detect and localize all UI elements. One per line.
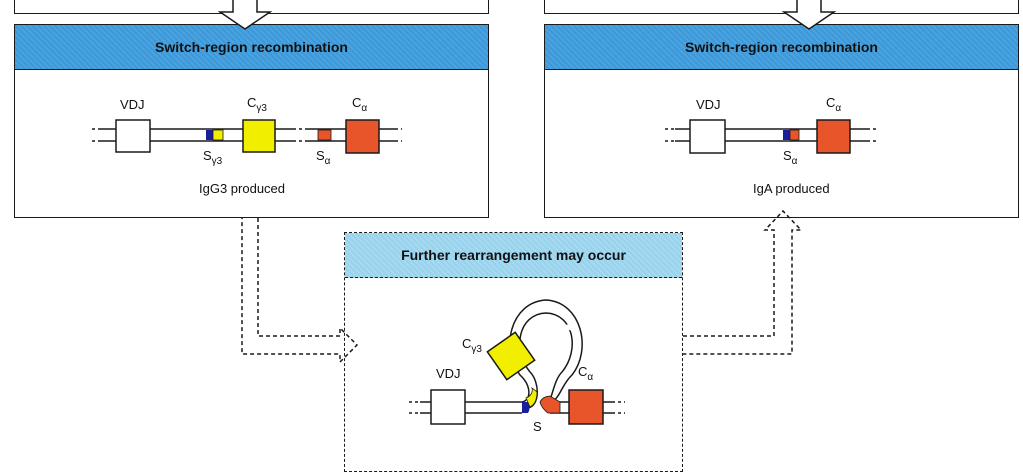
left-switch-panel: Switch-region recombination [14,24,489,218]
right-s-blue [783,130,790,140]
switch-loop [509,299,583,409]
bottom-s-yellow [525,386,538,408]
right-vdj-box [689,119,726,154]
left-vdj-box [115,119,151,153]
left-result-label: IgG3 produced [199,181,286,196]
bottom-s-blue [522,402,530,413]
left-down-arrow-icon [217,0,273,30]
further-rearrangement-panel: Further rearrangement may occur [344,232,683,472]
left-c-gamma3-box [242,119,276,153]
left-s-alpha-segment [317,129,332,141]
right-switch-panel: Switch-region recombination [544,24,1019,218]
left-c-alpha-box [345,119,380,154]
left-s-gamma3-label: Sγ3 [203,148,223,167]
bottom-vdj-label: VDJ [436,366,461,381]
diagram-graphics [92,0,879,425]
left-panel-title: Switch-region recombination [15,25,488,70]
bottom-panel-title: Further rearrangement may occur [345,233,682,278]
bottom-s-label: S [533,419,542,434]
right-result-label: IgA produced [753,181,830,196]
bottom-c-gamma3-box [486,331,536,381]
right-s-alpha-label: Sα [783,148,798,167]
left-s-gamma3-yellow [212,129,224,141]
bottom-c-alpha-label: Cα [578,364,594,383]
left-s-alpha-label: Sα [316,148,331,167]
right-c-alpha-label: Cα [826,95,842,114]
bottom-s-red [539,395,561,414]
right-vdj-label: VDJ [696,97,721,112]
left-vdj-label: VDJ [120,97,145,112]
bottom-vdj-box [430,389,466,425]
loop-gap-mark [565,324,575,332]
right-down-arrow-icon [781,0,837,30]
bottom-c-alpha-box [568,389,604,425]
bottom-c-gamma3-label: Cγ3 [462,336,482,355]
bottom-to-right-arrow-icon [683,209,803,355]
right-panel-title: Switch-region recombination [545,25,1018,70]
left-s-gamma3-blue [206,130,213,140]
left-c-alpha-label: Cα [352,95,368,114]
right-c-alpha-box [816,119,851,154]
upper-right-panel-remnant [544,0,1019,14]
right-s-alpha [789,129,800,141]
left-c-gamma3-label: Cγ3 [247,95,267,114]
left-to-bottom-arrow-icon [241,218,359,364]
